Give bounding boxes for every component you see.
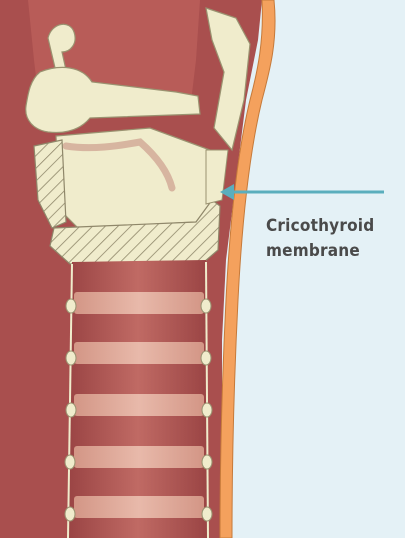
tracheal-ring: [74, 342, 204, 364]
tracheal-ring: [74, 496, 204, 518]
label-line-1: Cricothyroid: [266, 214, 396, 239]
label-line-2: membrane: [266, 239, 396, 264]
tracheal-ring: [74, 446, 204, 468]
structure-label: Cricothyroid membrane: [266, 214, 396, 264]
tracheal-ring: [74, 292, 204, 314]
tracheal-ring: [74, 394, 204, 416]
